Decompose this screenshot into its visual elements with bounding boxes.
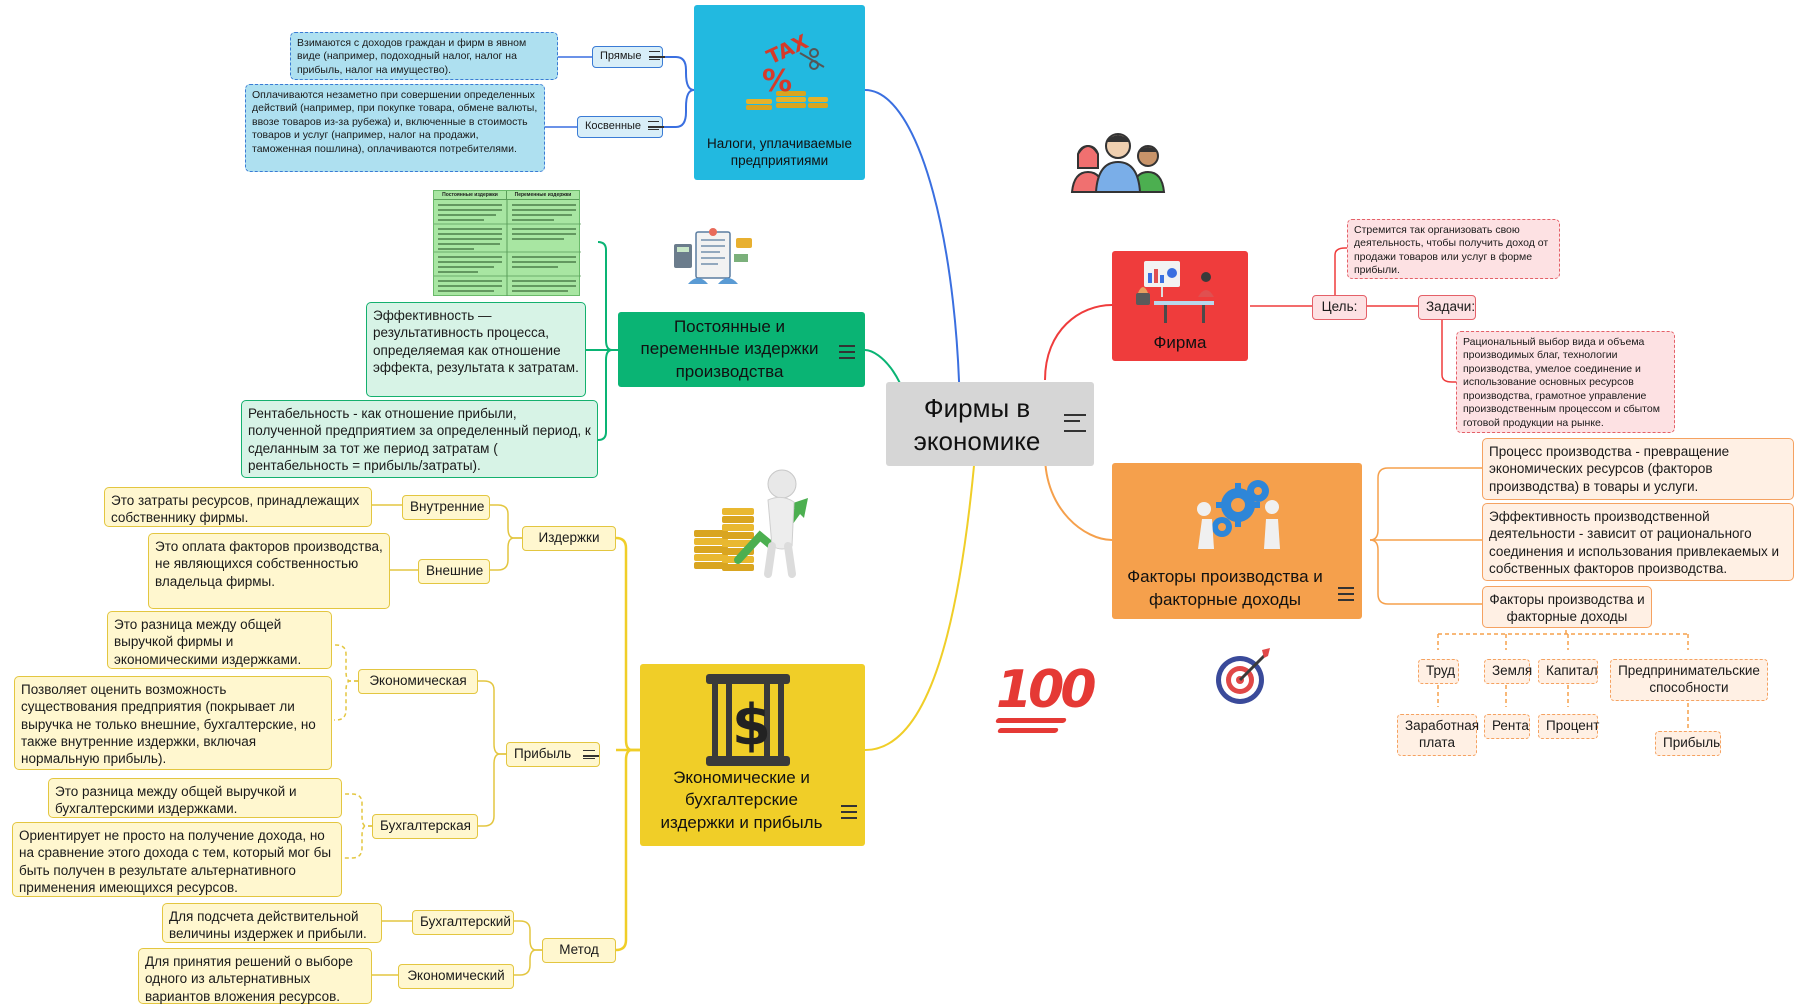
taxes-indirect-note: Оплачиваются незаметно при совершении оп… bbox=[245, 84, 545, 172]
taxes-direct[interactable]: Прямые bbox=[592, 46, 665, 68]
econ-method-economic-note: Для принятия решений о выборе одного из … bbox=[138, 948, 372, 1004]
notes-icon[interactable] bbox=[1064, 414, 1086, 432]
econ-method-accounting-note: Для подсчета действительной величины изд… bbox=[162, 903, 382, 943]
branch-firm[interactable]: Фирма bbox=[1112, 251, 1248, 361]
notes-icon[interactable] bbox=[582, 750, 599, 759]
income-rent-label: Рента bbox=[1492, 718, 1529, 733]
edge-central-taxes bbox=[864, 89, 961, 431]
coin-stack-icon bbox=[746, 91, 828, 110]
svg-text:%: % bbox=[762, 64, 792, 99]
costs-efficiency: Эффективность — результативность процесс… bbox=[366, 302, 586, 397]
econ-method-accounting[interactable]: Бухгалтерский bbox=[412, 910, 514, 935]
branch-costs-label: Постоянные и переменные издержки произво… bbox=[640, 317, 819, 381]
table-rows-image bbox=[434, 200, 581, 296]
econ-profit-accounting-label: Бухгалтерская bbox=[380, 818, 471, 833]
firm-tasks-note: Рациональный выбор вида и объема произво… bbox=[1456, 331, 1675, 433]
factors-process: Процесс производства - превращение эконо… bbox=[1482, 438, 1794, 500]
branch-econ[interactable]: $ Экономические и бухгалтерские издержки… bbox=[640, 664, 865, 846]
central-topic-label: Фирмы в экономике bbox=[913, 393, 1041, 456]
factors-efficiency: Эффективность производственной деятельно… bbox=[1482, 503, 1794, 581]
factor-labor[interactable]: Труд bbox=[1418, 659, 1459, 684]
branch-taxes[interactable]: TAX % Налоги, уплачиваемые предприятиями bbox=[694, 5, 865, 180]
income-profit[interactable]: Прибыль bbox=[1655, 731, 1721, 756]
tax-coins-image: TAX % bbox=[732, 23, 832, 115]
econ-profit-accounting[interactable]: Бухгалтерская bbox=[372, 814, 478, 839]
taxes-direct-label: Прямые bbox=[600, 50, 642, 62]
econ-external-note: Это оплата факторов производства, не явл… bbox=[148, 533, 390, 609]
branch-factors[interactable]: Факторы производства и факторные доходы bbox=[1112, 463, 1362, 619]
econ-method-label: Метод bbox=[559, 942, 599, 957]
econ-method[interactable]: Метод bbox=[542, 938, 616, 963]
costs-table-image: Постоянные издержки Переменные издержки bbox=[433, 190, 581, 296]
econ-method-accounting-label: Бухгалтерский bbox=[420, 914, 511, 929]
target-icon bbox=[1212, 646, 1274, 708]
factor-entrepreneurship[interactable]: Предпринимательские способности bbox=[1610, 659, 1768, 701]
caged-dollar-icon: $ bbox=[702, 670, 794, 770]
growth-man-image bbox=[688, 464, 814, 582]
econ-profit[interactable]: Прибыль bbox=[506, 742, 600, 767]
table-header-variable: Переменные издержки bbox=[514, 192, 572, 198]
notes-icon[interactable] bbox=[648, 121, 665, 130]
firm-goal-label: Цель: bbox=[1321, 299, 1358, 314]
branch-firm-label: Фирма bbox=[1153, 332, 1207, 352]
taxes-direct-note: Взимаются с доходов граждан и фирм в явн… bbox=[290, 32, 558, 80]
econ-profit-economic-note1: Это разница между общей выручкой фирмы и… bbox=[107, 611, 332, 669]
firm-goal[interactable]: Цель: bbox=[1312, 295, 1367, 320]
branch-costs[interactable]: Постоянные и переменные издержки произво… bbox=[618, 312, 865, 387]
econ-costs[interactable]: Издержки bbox=[522, 526, 616, 551]
econ-costs-internal[interactable]: Внутренние bbox=[402, 495, 490, 520]
team-people-icon bbox=[1066, 126, 1170, 194]
firm-tasks-label: Задачи: bbox=[1426, 299, 1476, 314]
edge-central-factors bbox=[1044, 454, 1113, 541]
econ-method-economic-label: Экономический bbox=[407, 968, 505, 983]
income-rent[interactable]: Рента bbox=[1484, 714, 1530, 739]
firm-tasks[interactable]: Задачи: bbox=[1418, 295, 1476, 320]
gears-people-image bbox=[1192, 471, 1282, 551]
factor-land-label: Земля bbox=[1492, 663, 1533, 678]
factor-capital[interactable]: Капитал bbox=[1538, 659, 1598, 684]
costs-profitability: Рентабельность - как отношение прибыли, … bbox=[241, 400, 598, 478]
income-wages-label: Заработная плата bbox=[1405, 718, 1480, 750]
notes-icon[interactable] bbox=[839, 345, 855, 359]
taxes-indirect[interactable]: Косвенные bbox=[577, 116, 665, 138]
econ-costs-external[interactable]: Внешние bbox=[418, 559, 490, 584]
econ-method-economic[interactable]: Экономический bbox=[398, 964, 514, 989]
branch-econ-label: Экономические и бухгалтерские издержки и… bbox=[660, 767, 823, 832]
notes-icon[interactable] bbox=[1338, 587, 1354, 601]
income-wages[interactable]: Заработная плата bbox=[1397, 714, 1480, 756]
hundred-points-icon: 100 bbox=[995, 664, 1097, 744]
factor-labor-label: Труд bbox=[1426, 663, 1456, 678]
notes-icon[interactable] bbox=[648, 51, 665, 60]
table-header-fixed: Постоянные издержки bbox=[434, 191, 507, 199]
firm-goal-note: Стремится так организовать свою деятельн… bbox=[1347, 219, 1560, 279]
factors-income-title[interactable]: Факторы производства и факторные доходы bbox=[1482, 586, 1652, 628]
branch-factors-label: Факторы производства и факторные доходы bbox=[1127, 567, 1323, 609]
central-topic[interactable]: Фирмы в экономике bbox=[886, 382, 1094, 466]
econ-internal-note: Это затраты ресурсов, принадлежащих собс… bbox=[104, 487, 372, 527]
econ-profit-economic-label: Экономическая bbox=[369, 673, 467, 688]
office-meeting-image bbox=[1134, 257, 1228, 327]
econ-profit-label: Прибыль bbox=[514, 746, 572, 761]
econ-costs-external-label: Внешние bbox=[426, 563, 484, 578]
econ-profit-accounting-note2: Ориентирует не просто на получение доход… bbox=[12, 822, 342, 897]
edge-central-firm bbox=[1044, 304, 1113, 381]
taxes-indirect-label: Косвенные bbox=[585, 120, 642, 132]
econ-costs-internal-label: Внутренние bbox=[410, 499, 485, 514]
factor-capital-label: Капитал bbox=[1546, 663, 1598, 678]
econ-profit-economic-note2: Позволяет оценить возможность существова… bbox=[14, 676, 332, 770]
notes-icon[interactable] bbox=[841, 805, 857, 819]
income-interest-label: Процент bbox=[1546, 718, 1600, 733]
branch-taxes-label: Налоги, уплачиваемые предприятиями bbox=[706, 136, 852, 169]
econ-profit-accounting-note1: Это разница между общей выручкой и бухга… bbox=[48, 778, 342, 818]
factor-land[interactable]: Земля bbox=[1484, 659, 1533, 684]
edge-central-econ bbox=[864, 454, 976, 751]
econ-costs-label: Издержки bbox=[538, 530, 600, 545]
income-interest[interactable]: Процент bbox=[1538, 714, 1600, 739]
income-profit-label: Прибыль bbox=[1663, 735, 1721, 750]
econ-profit-economic[interactable]: Экономическая bbox=[358, 669, 478, 694]
factor-entrepreneurship-label: Предпринимательские способности bbox=[1618, 663, 1760, 695]
svg-text:$: $ bbox=[732, 693, 771, 758]
accounting-image bbox=[668, 224, 758, 296]
